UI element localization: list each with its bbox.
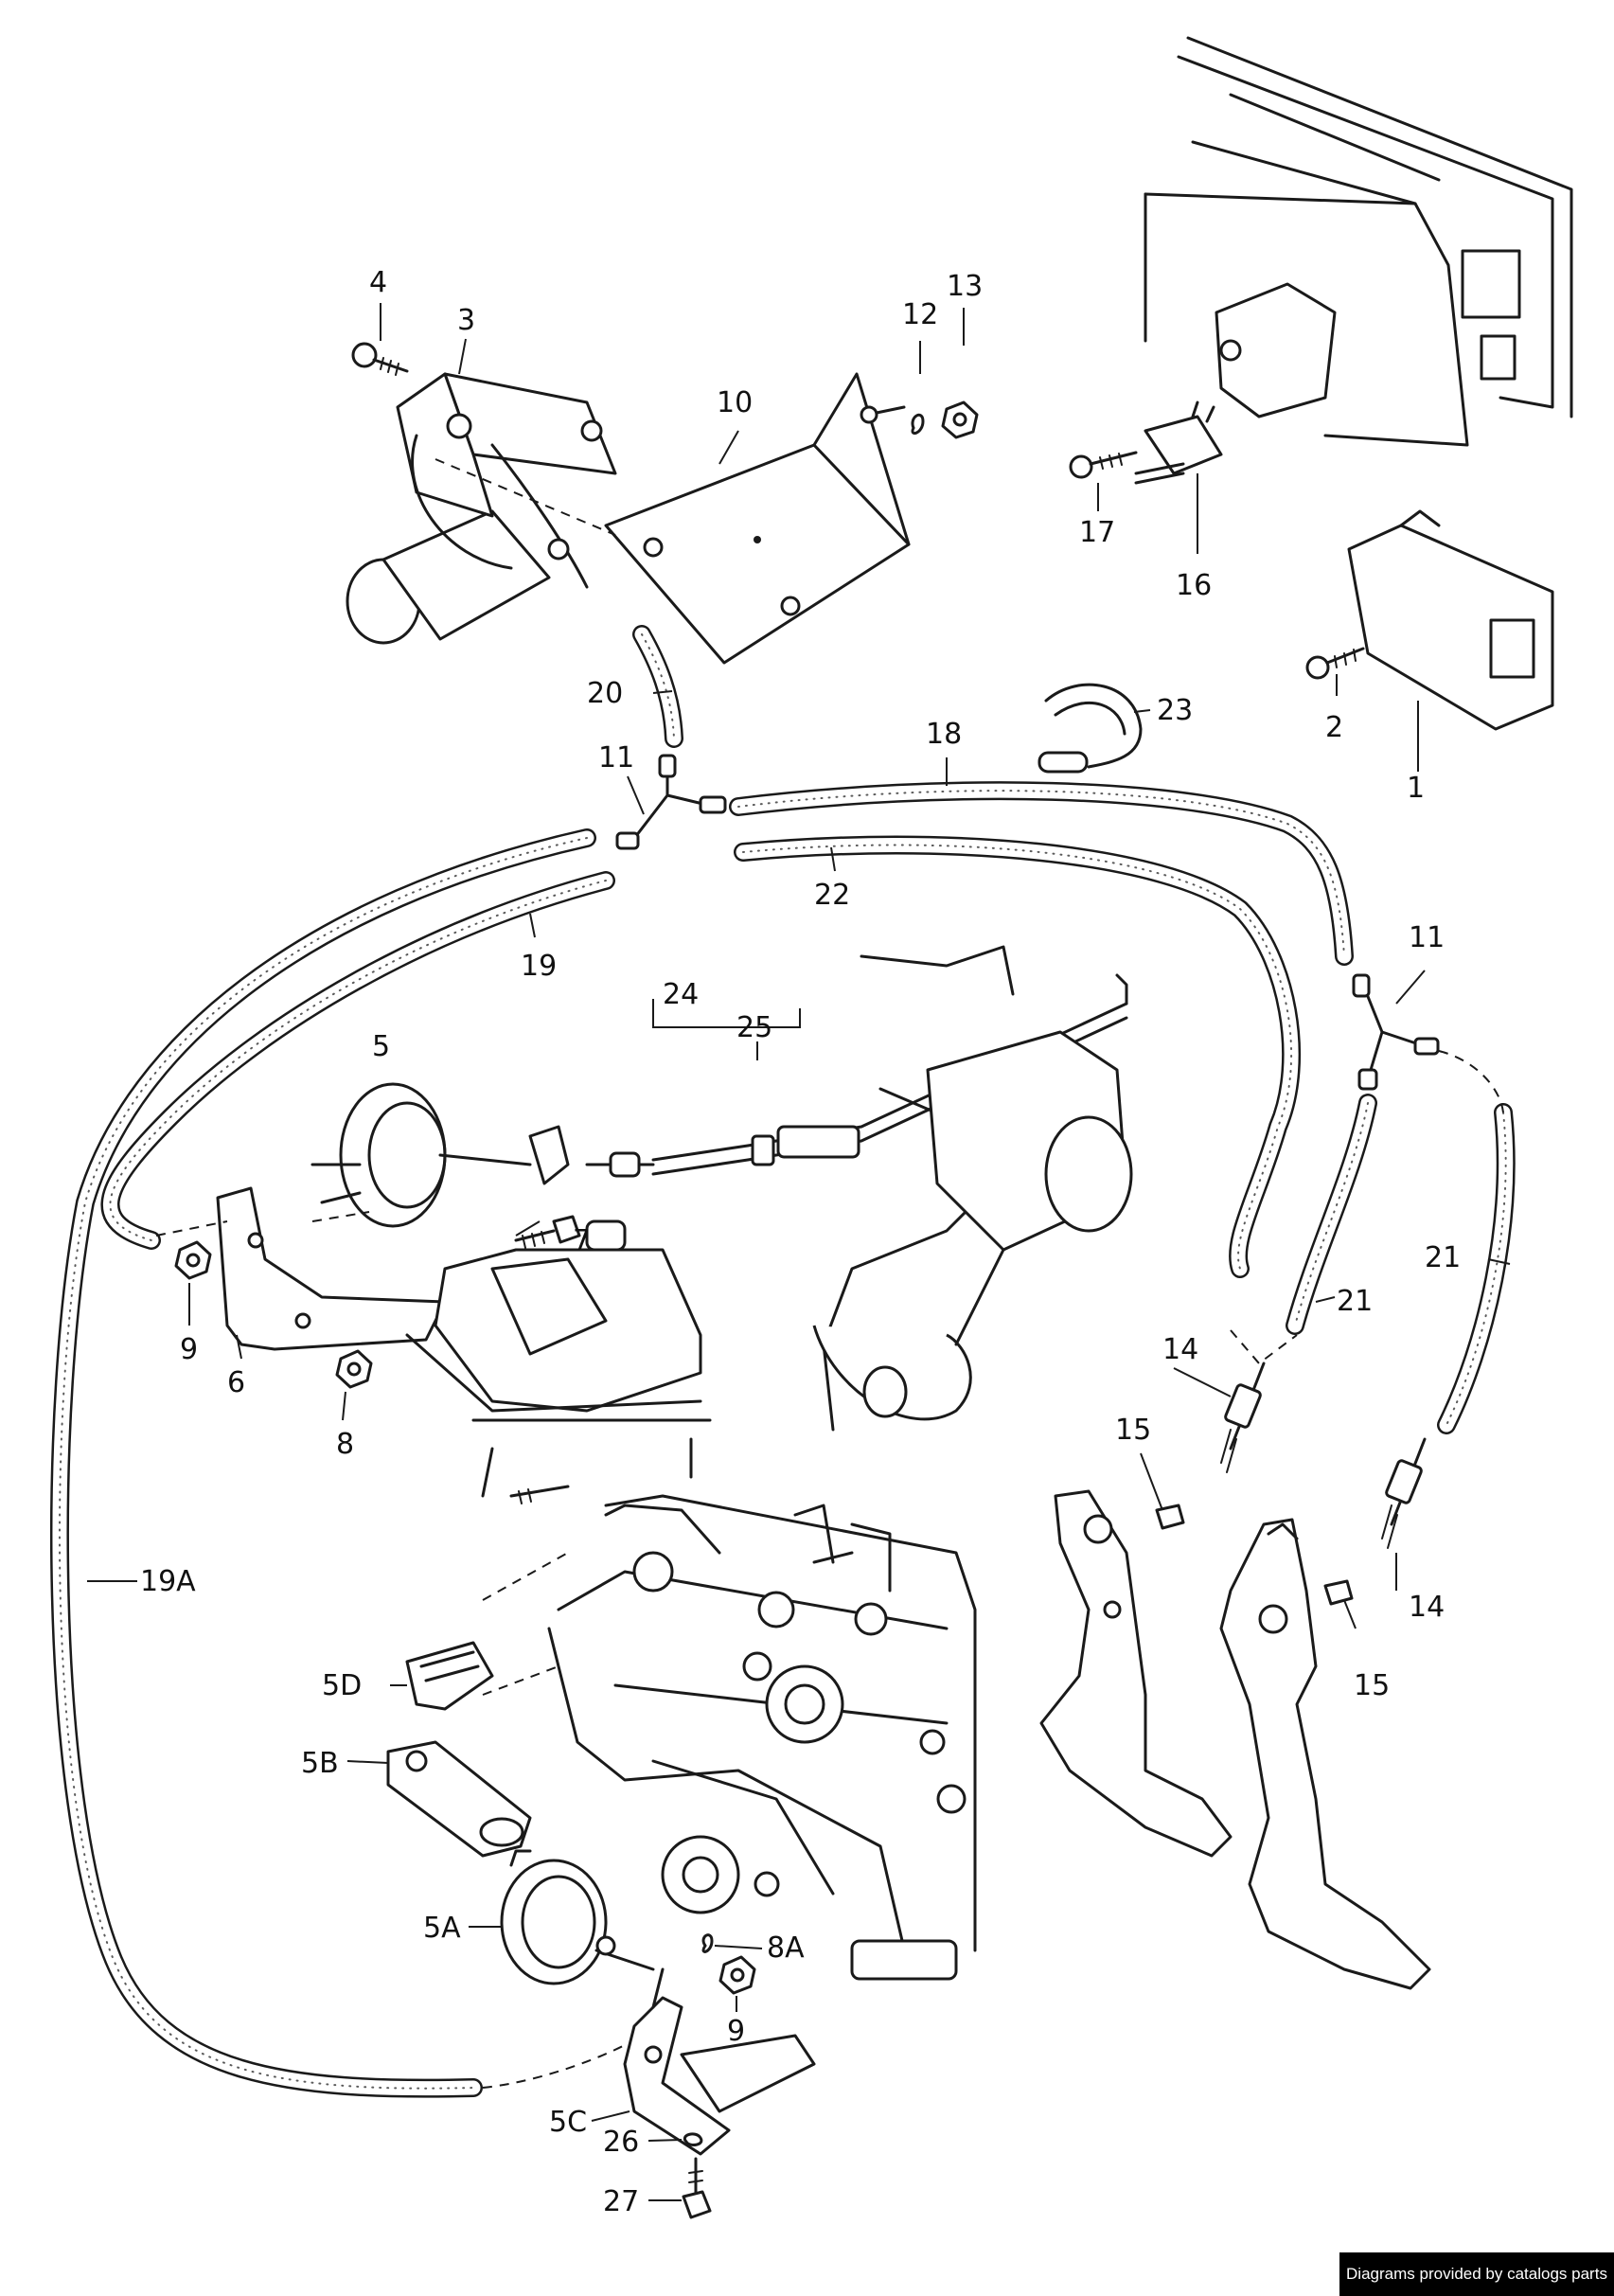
callout-labels: 1 2 3 4 5 5A 5B 5C 5D 6 7 8 8A 9 9 10 11…: [140, 266, 1461, 2218]
callout-14-left: 14: [1162, 1333, 1198, 1366]
callout-20: 20: [587, 677, 623, 710]
callout-16: 16: [1176, 569, 1212, 602]
callout-21-left: 21: [1337, 1285, 1373, 1318]
callout-1: 1: [1407, 772, 1425, 805]
callout-12: 12: [902, 298, 938, 331]
nut-9-upper: [174, 1240, 212, 1280]
bolt-bracket-10: [860, 405, 906, 424]
callout-22: 22: [814, 879, 850, 912]
hose-19: [100, 871, 615, 1250]
clip-15-right: [1323, 1579, 1354, 1606]
callout-21-right: 21: [1425, 1241, 1461, 1274]
callout-18: 18: [926, 718, 962, 751]
callout-13: 13: [947, 270, 983, 303]
callout-10: 10: [717, 386, 753, 419]
callout-26: 26: [603, 2126, 639, 2159]
hose-22: [734, 835, 1302, 1278]
washer-8a: [701, 1933, 714, 1953]
callout-11-lower: 11: [1409, 921, 1445, 954]
callout-14-right: 14: [1409, 1591, 1445, 1624]
callout-5: 5: [372, 1030, 390, 1063]
callout-27: 27: [603, 2185, 639, 2218]
screw-17: [1069, 451, 1138, 479]
callout-5a: 5A: [423, 1912, 461, 1945]
callout-5d: 5D: [322, 1669, 362, 1702]
strap-23: [1038, 683, 1143, 774]
callout-17: 17: [1079, 516, 1115, 549]
leader-lines: [87, 303, 1511, 2201]
control-unit-1: [1347, 509, 1554, 731]
nut-8: [335, 1349, 373, 1389]
diagram-credit-badge: Diagrams provided by catalogs parts: [1339, 2252, 1614, 2296]
callout-5c: 5C: [549, 2106, 587, 2139]
callout-25: 25: [736, 1011, 772, 1044]
callout-8: 8: [336, 1428, 354, 1461]
plate-5b: [386, 1740, 532, 1858]
callout-2: 2: [1325, 711, 1343, 744]
hose-19a: [50, 828, 596, 2098]
callout-8a: 8A: [767, 1931, 805, 1965]
switch-16: [1134, 400, 1223, 485]
callout-9-lower: 9: [727, 2015, 745, 2048]
bolt-7: [514, 1215, 581, 1249]
vacuum-unit-5a: [500, 1849, 655, 1985]
washer-12: [911, 413, 925, 436]
mounting-bracket-10: [435, 372, 911, 665]
callout-5b: 5B: [301, 1747, 339, 1780]
callout-15-right: 15: [1354, 1669, 1390, 1702]
brake-switch-14-right: [1381, 1437, 1427, 1549]
callout-15-left: 15: [1115, 1414, 1151, 1447]
pedal-right: [1219, 1518, 1431, 1990]
injection-pump-cover: [405, 1219, 712, 1498]
clip-15-left: [1155, 1504, 1185, 1530]
bolt-27: [682, 2157, 712, 2219]
vacuum-valve-3: [346, 372, 617, 645]
callout-24: 24: [663, 978, 699, 1011]
washer-26: [683, 2132, 703, 2146]
pedal-left: [1039, 1489, 1233, 1858]
dashboard-housing: [1144, 36, 1573, 447]
callout-6: 6: [227, 1366, 245, 1399]
engine-block: [482, 1485, 977, 1981]
vacuum-unit-5: [310, 1082, 570, 1228]
hose-21-left: [1286, 1094, 1377, 1335]
callout-9-upper: 9: [180, 1333, 198, 1366]
bracket-5c: [623, 1967, 816, 2156]
callout-19a: 19A: [140, 1565, 196, 1598]
brake-switch-14-left: [1220, 1362, 1266, 1473]
callout-19: 19: [521, 950, 557, 983]
callout-7: 7: [573, 1224, 591, 1257]
clip-5d: [405, 1641, 494, 1711]
y-connector-lower: [1352, 973, 1440, 1091]
nut-13: [941, 400, 979, 439]
intake-manifold: [812, 945, 1133, 1432]
hose-21-right: [1437, 1103, 1516, 1434]
y-connector-upper: [615, 754, 727, 850]
nut-9-lower: [718, 1955, 756, 1995]
callout-23: 23: [1157, 694, 1193, 727]
callout-3: 3: [457, 304, 475, 337]
hose-18: [729, 781, 1354, 966]
hose-20: [632, 625, 683, 748]
callout-11-upper: 11: [598, 741, 634, 774]
callout-4: 4: [369, 266, 387, 299]
screw-4: [351, 342, 409, 376]
screw-2: [1305, 647, 1365, 680]
